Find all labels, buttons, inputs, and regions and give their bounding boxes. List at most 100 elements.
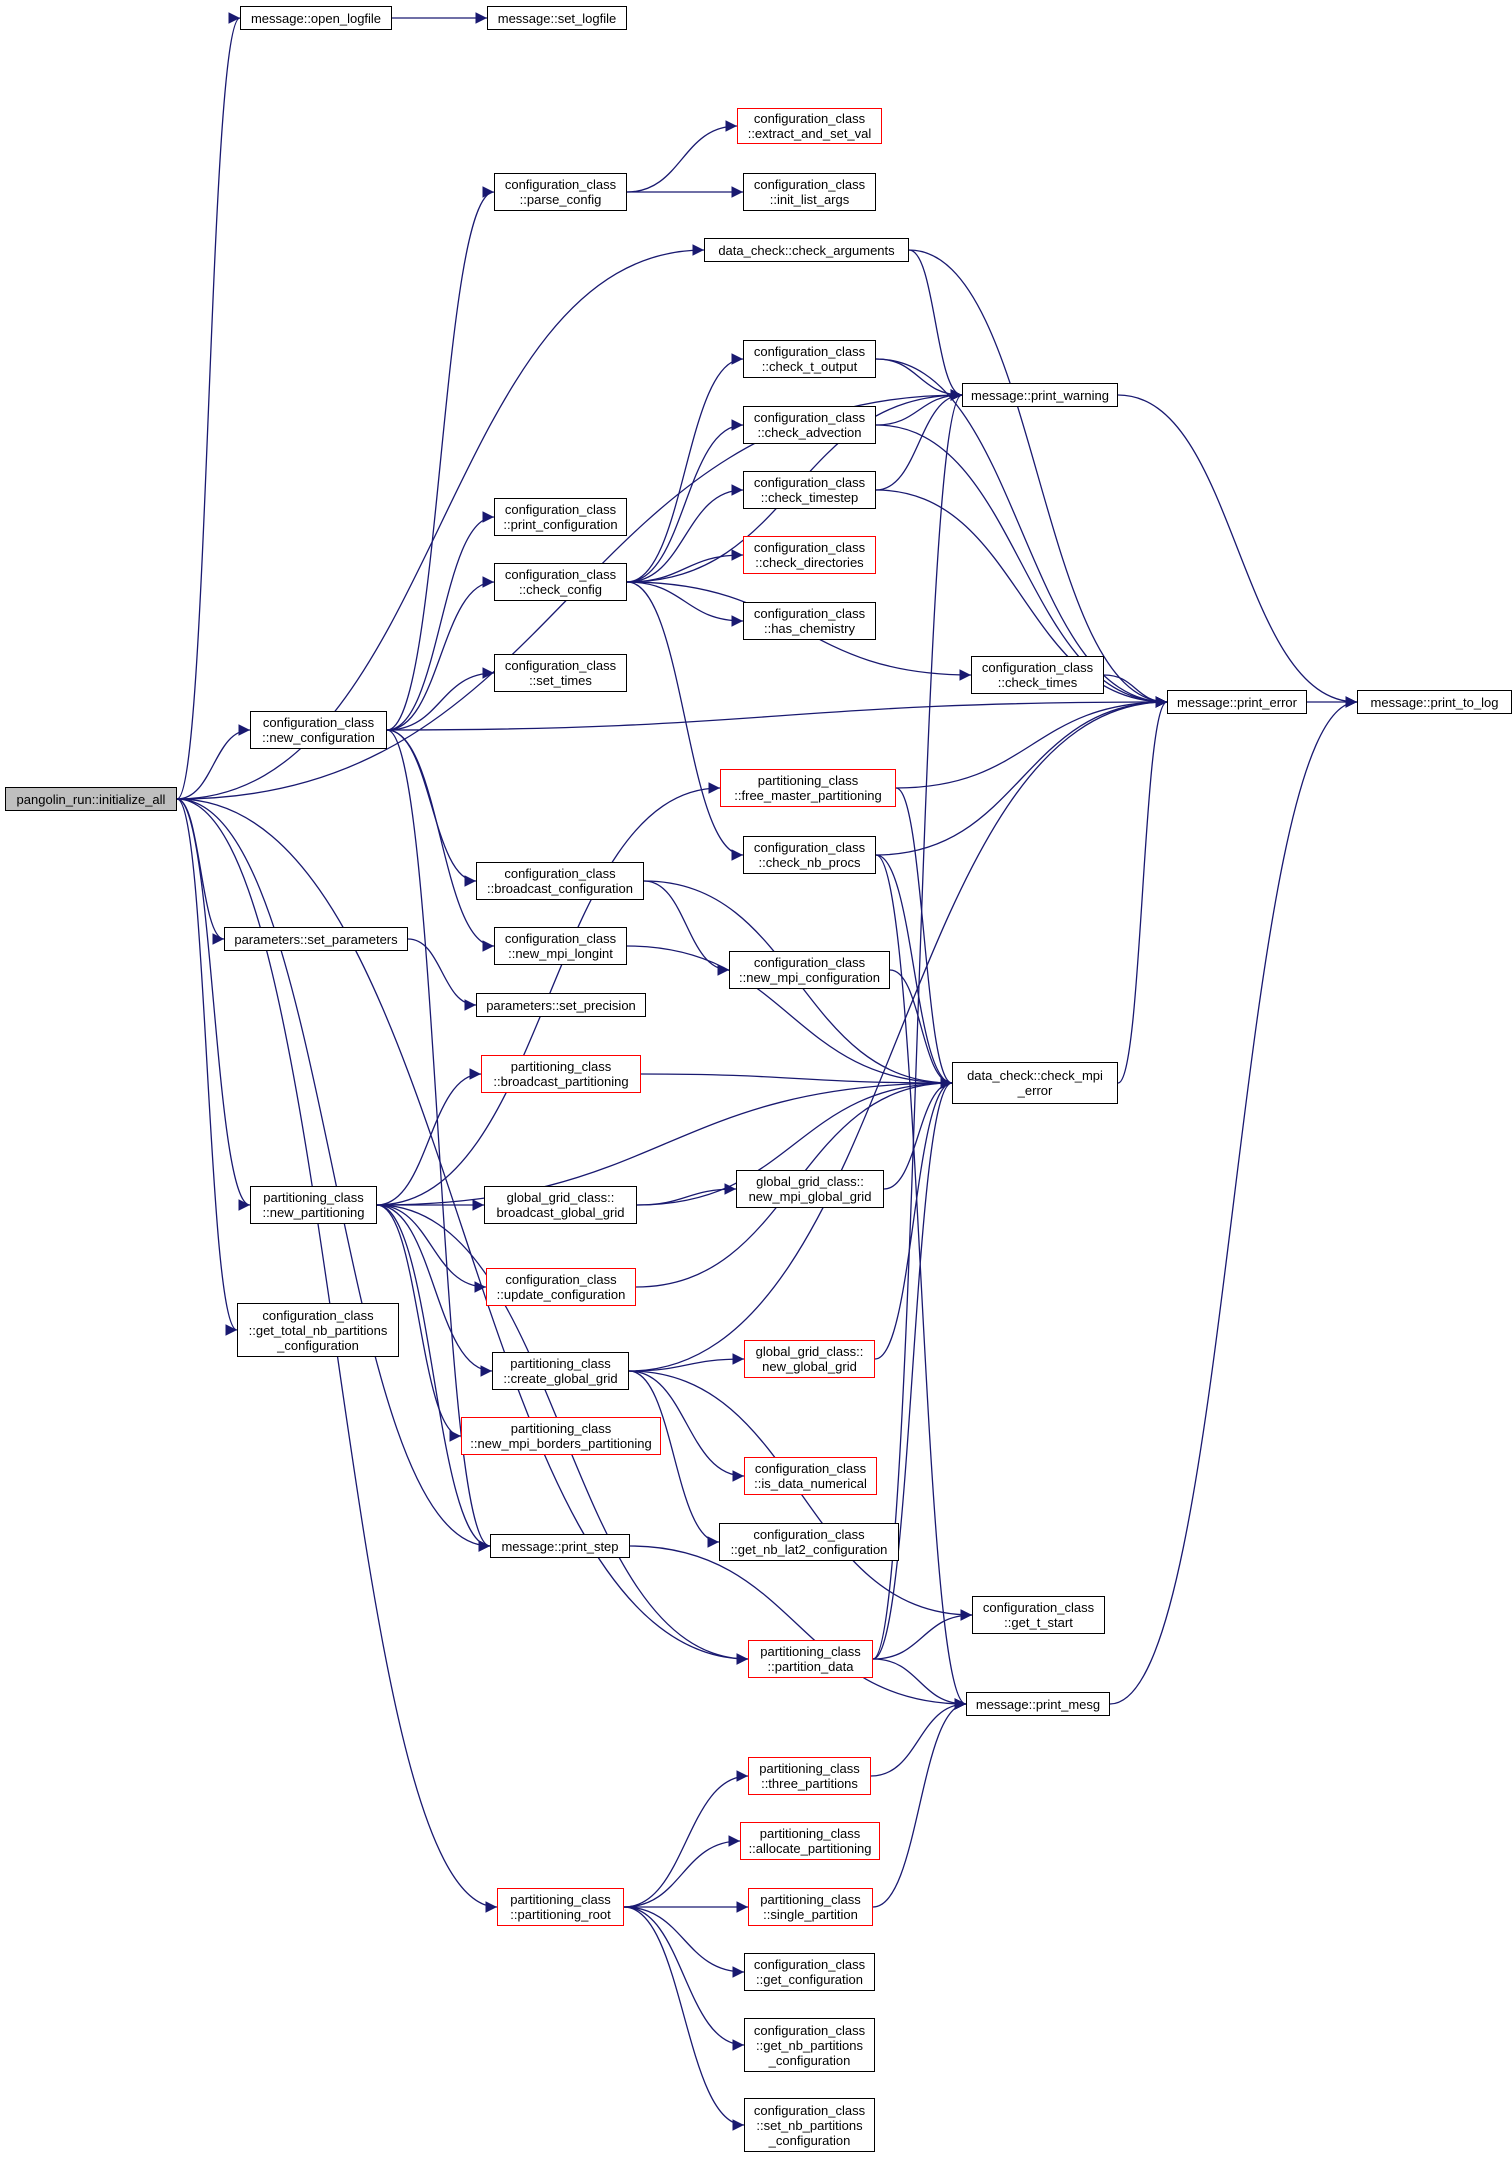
node-label-line: ::print_configuration bbox=[503, 517, 618, 532]
node-broadcast-global-grid[interactable]: global_grid_class::broadcast_global_grid bbox=[484, 1186, 637, 1224]
node-label-line: partitioning_class bbox=[757, 773, 859, 788]
node-set-precision[interactable]: parameters::set_precision bbox=[476, 993, 646, 1017]
node-label-line: partitioning_class bbox=[510, 1356, 611, 1371]
node-new-mpi-longint[interactable]: configuration_class::new_mpi_longint bbox=[494, 927, 627, 965]
node-init-list-args[interactable]: configuration_class::init_list_args bbox=[743, 173, 876, 211]
node-single-partition[interactable]: partitioning_class::single_partition bbox=[748, 1888, 873, 1926]
node-get-configuration[interactable]: configuration_class::get_configuration bbox=[744, 1953, 875, 1991]
node-new-global-grid[interactable]: global_grid_class::new_global_grid bbox=[744, 1340, 875, 1378]
node-get-nb-partitions-configuration[interactable]: configuration_class::get_nb_partitions_c… bbox=[744, 2018, 875, 2072]
edge-check_advection-to-print_warning bbox=[875, 389, 963, 426]
node-label-line: new_mpi_global_grid bbox=[748, 1189, 872, 1204]
node-label-line: message::set_logfile bbox=[497, 10, 617, 26]
edge-partition_data-to-check_mpi_error bbox=[872, 1077, 953, 1660]
node-label-line: ::new_configuration bbox=[262, 730, 375, 745]
node-print-warning[interactable]: message::print_warning bbox=[962, 383, 1118, 407]
node-new-mpi-borders-partitioning[interactable]: partitioning_class::new_mpi_borders_part… bbox=[461, 1417, 661, 1455]
node-is-data-numerical[interactable]: configuration_class::is_data_numerical bbox=[744, 1457, 877, 1495]
node-label-line: configuration_class bbox=[504, 658, 617, 673]
edge-initialize_all-to-new_configuration bbox=[176, 724, 251, 800]
node-new-mpi-global-grid[interactable]: global_grid_class::new_mpi_global_grid bbox=[736, 1170, 884, 1208]
node-label-line: configuration_class bbox=[753, 955, 866, 970]
node-label-line: message::open_logfile bbox=[250, 10, 382, 26]
edge-partition_data-to-get_t_start bbox=[872, 1609, 973, 1660]
node-extract-and-set-val[interactable]: configuration_class::extract_and_set_val bbox=[737, 108, 882, 144]
node-initialize-all[interactable]: pangolin_run::initialize_all bbox=[5, 787, 177, 811]
edge-initialize_all-to-partition_data bbox=[176, 798, 749, 1665]
node-print-step[interactable]: message::print_step bbox=[490, 1534, 630, 1558]
node-get-nb-lat2-configuration[interactable]: configuration_class::get_nb_lat2_configu… bbox=[719, 1523, 899, 1561]
edge-check_config-to-check_t_output bbox=[626, 353, 744, 583]
node-update-configuration[interactable]: configuration_class::update_configuratio… bbox=[486, 1268, 636, 1306]
node-label-line: ::get_t_start bbox=[1004, 1615, 1073, 1630]
node-label-line: ::get_nb_lat2_configuration bbox=[730, 1542, 888, 1557]
node-label-line: ::parse_config bbox=[519, 192, 602, 207]
node-check-arguments[interactable]: data_check::check_arguments bbox=[704, 238, 909, 262]
node-create-global-grid[interactable]: partitioning_class::create_global_grid bbox=[492, 1352, 629, 1390]
edge-single_partition-to-print_mesg bbox=[872, 1698, 967, 1908]
node-check-config[interactable]: configuration_class::check_config bbox=[494, 563, 627, 601]
node-label-line: configuration_class bbox=[753, 410, 866, 425]
node-set-parameters[interactable]: parameters::set_parameters bbox=[224, 927, 408, 951]
edge-create_global_grid-to-is_data_numerical bbox=[628, 1370, 745, 1482]
edge-check_config-to-has_chemistry bbox=[626, 581, 744, 627]
node-partitioning-root[interactable]: partitioning_class::partitioning_root bbox=[497, 1888, 624, 1926]
edge-partitioning_root-to-allocate_partitioning bbox=[623, 1835, 741, 1908]
node-print-to-log[interactable]: message::print_to_log bbox=[1357, 690, 1512, 714]
edge-check_config-to-check_directories bbox=[626, 549, 744, 583]
node-check-nb-procs[interactable]: configuration_class::check_nb_procs bbox=[743, 836, 876, 874]
node-label-line: partitioning_class bbox=[510, 1421, 612, 1436]
edge-new_partitioning-to-create_global_grid bbox=[376, 1204, 493, 1377]
node-label-line: ::new_mpi_borders_partitioning bbox=[470, 1436, 652, 1451]
node-label-line: configuration_class bbox=[753, 111, 866, 126]
node-new-partitioning[interactable]: partitioning_class::new_partitioning bbox=[250, 1186, 377, 1224]
edge-check_nb_procs-to-print_mesg bbox=[875, 854, 967, 1710]
edge-check_config-to-check_advection bbox=[626, 419, 744, 583]
node-broadcast-partitioning[interactable]: partitioning_class::broadcast_partitioni… bbox=[481, 1055, 641, 1093]
node-check-directories[interactable]: configuration_class::check_directories bbox=[743, 536, 876, 574]
node-check-times[interactable]: configuration_class::check_times bbox=[971, 656, 1104, 694]
node-label-line: ::partition_data bbox=[767, 1659, 854, 1674]
node-check-advection[interactable]: configuration_class::check_advection bbox=[743, 406, 876, 444]
edge-check_advection-to-print_error bbox=[875, 424, 1168, 708]
node-new-mpi-configuration[interactable]: configuration_class::new_mpi_configurati… bbox=[729, 951, 890, 989]
node-set-nb-partitions-configuration[interactable]: configuration_class::set_nb_partitions_c… bbox=[744, 2098, 875, 2152]
node-label-line: new_global_grid bbox=[762, 1359, 857, 1374]
node-set-logfile[interactable]: message::set_logfile bbox=[487, 6, 627, 30]
node-label-line: ::check_timestep bbox=[760, 490, 859, 505]
node-get-total-nb-partitions[interactable]: configuration_class::get_total_nb_partit… bbox=[237, 1303, 399, 1357]
node-label-line: ::get_configuration bbox=[756, 1972, 863, 1987]
node-label-line: configuration_class bbox=[753, 1527, 865, 1542]
edge-new_partitioning-to-broadcast_partitioning bbox=[376, 1068, 482, 1206]
node-allocate-partitioning[interactable]: partitioning_class::allocate_partitionin… bbox=[740, 1822, 880, 1860]
node-new-configuration[interactable]: configuration_class::new_configuration bbox=[250, 711, 387, 749]
node-partition-data[interactable]: partitioning_class::partition_data bbox=[748, 1640, 873, 1678]
node-label-line: ::partitioning_root bbox=[510, 1907, 611, 1922]
node-label-line: configuration_class bbox=[504, 931, 617, 946]
node-open-logfile[interactable]: message::open_logfile bbox=[240, 6, 392, 30]
node-get-t-start[interactable]: configuration_class::get_t_start bbox=[972, 1596, 1105, 1634]
node-set-times[interactable]: configuration_class::set_times bbox=[494, 654, 627, 692]
node-print-error[interactable]: message::print_error bbox=[1167, 690, 1307, 714]
node-label-line: ::has_chemistry bbox=[763, 621, 856, 636]
edge-check_config-to-check_timestep bbox=[626, 484, 744, 583]
node-label-line: partitioning_class bbox=[759, 1826, 861, 1841]
node-check-timestep[interactable]: configuration_class::check_timestep bbox=[743, 471, 876, 509]
node-print-mesg[interactable]: message::print_mesg bbox=[966, 1692, 1110, 1716]
node-label-line: pangolin_run::initialize_all bbox=[16, 791, 166, 807]
node-check-t-output[interactable]: configuration_class::check_t_output bbox=[743, 340, 876, 378]
edge-new_configuration-to-print_configuration bbox=[386, 511, 495, 731]
node-free-master-partitioning[interactable]: partitioning_class::free_master_partitio… bbox=[720, 769, 896, 807]
node-broadcast-configuration[interactable]: configuration_class::broadcast_configura… bbox=[476, 862, 644, 900]
node-label-line: configuration_class bbox=[262, 1307, 374, 1323]
node-label-line: ::check_advection bbox=[757, 425, 862, 440]
node-print-configuration[interactable]: configuration_class::print_configuration bbox=[494, 498, 627, 536]
node-label-line: ::set_nb_partitions bbox=[756, 2117, 863, 2133]
node-check-mpi-error[interactable]: data_check::check_mpi_error bbox=[952, 1062, 1118, 1104]
node-has-chemistry[interactable]: configuration_class::has_chemistry bbox=[743, 602, 876, 640]
node-parse-config[interactable]: configuration_class::parse_config bbox=[494, 173, 627, 211]
node-three-partitions[interactable]: partitioning_class::three_partitions bbox=[748, 1757, 871, 1795]
node-label-line: ::new_partitioning bbox=[262, 1205, 365, 1220]
node-label-line: partitioning_class bbox=[263, 1190, 364, 1205]
